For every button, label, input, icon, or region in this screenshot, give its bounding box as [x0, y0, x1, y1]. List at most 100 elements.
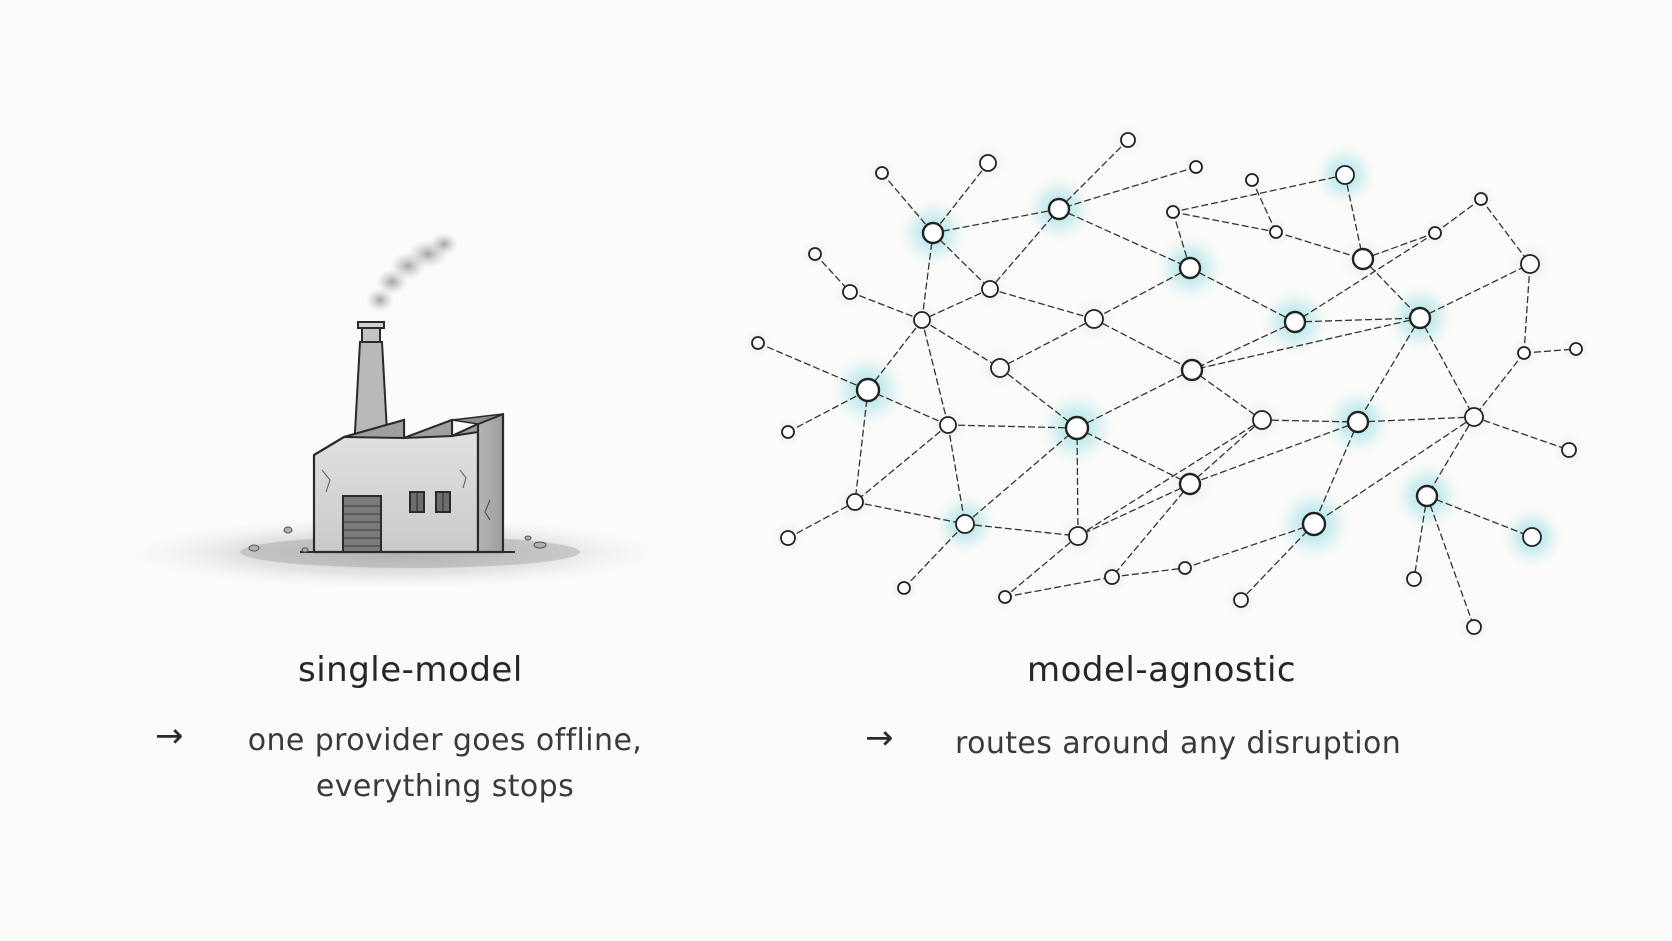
- network-edge: [1523, 348, 1577, 354]
- network-edge: [1058, 208, 1191, 269]
- network-edge: [1419, 263, 1531, 319]
- caption-line: one provider goes offline,: [247, 723, 643, 758]
- network-edge: [1413, 495, 1428, 580]
- network-node: [1415, 484, 1439, 508]
- network-edge: [1191, 321, 1296, 371]
- arrow-icon: →: [155, 716, 184, 756]
- network-edge: [1313, 421, 1359, 525]
- caption-line: everything stops: [315, 769, 575, 804]
- network-node: [1464, 407, 1484, 427]
- network-edge: [854, 501, 966, 525]
- network-node: [1047, 197, 1071, 221]
- network-node: [1517, 346, 1531, 360]
- network-edge: [881, 172, 934, 234]
- network-node: [1064, 415, 1090, 441]
- network-edge: [1172, 174, 1346, 213]
- network-node: [1569, 342, 1583, 356]
- network-edge: [903, 523, 966, 589]
- network-edge: [1240, 523, 1315, 601]
- network-edge: [1294, 232, 1436, 323]
- network-edge: [1362, 258, 1421, 319]
- network-node: [913, 311, 931, 329]
- network-edge: [1077, 419, 1263, 537]
- network-edge: [921, 232, 934, 321]
- network-edge: [921, 288, 991, 321]
- network-node: [1178, 256, 1202, 280]
- network-edge: [1261, 419, 1359, 423]
- network-edge: [1294, 317, 1421, 323]
- network-edge: [1004, 535, 1079, 598]
- network-edge: [1362, 232, 1436, 260]
- network-node: [1245, 173, 1259, 187]
- network-node: [1104, 569, 1120, 585]
- model-agnostic-title: model-agnostic: [1027, 650, 1297, 690]
- network-edge: [999, 318, 1095, 369]
- network-edge: [867, 389, 949, 426]
- network-nodes: [751, 132, 1583, 635]
- network-node: [1561, 442, 1577, 458]
- network-edge: [1189, 419, 1263, 485]
- network-edge: [1076, 427, 1191, 485]
- network-node: [780, 530, 796, 546]
- network-edge: [989, 208, 1060, 290]
- factory-building: [300, 412, 515, 554]
- network-node: [1351, 247, 1375, 271]
- network-edge: [1275, 231, 1364, 260]
- network-edge: [1473, 416, 1570, 451]
- network-edge: [1111, 483, 1191, 578]
- network-node: [1428, 226, 1442, 240]
- network-edge: [867, 319, 923, 391]
- network-edge: [1191, 317, 1421, 371]
- network-node: [1252, 410, 1272, 430]
- network-edge: [921, 319, 1001, 369]
- network-edge: [1077, 483, 1191, 537]
- network-node: [955, 514, 975, 534]
- network-node: [1166, 205, 1180, 219]
- network-node: [1084, 309, 1104, 329]
- network-edge: [921, 319, 949, 426]
- network-node: [781, 425, 795, 439]
- network-node: [1178, 561, 1192, 575]
- network-node: [1522, 527, 1542, 547]
- network-edge: [1426, 495, 1533, 538]
- network-node: [981, 280, 999, 298]
- network-edge: [1357, 416, 1475, 423]
- network-node: [939, 416, 957, 434]
- network-edge: [787, 501, 856, 539]
- network-node: [1301, 511, 1327, 537]
- network-edge: [989, 288, 1095, 320]
- rubble: [248, 526, 547, 553]
- network-node: [1233, 592, 1249, 608]
- network-node: [1120, 132, 1136, 148]
- network-edge: [1313, 416, 1475, 525]
- network-edge: [964, 523, 1079, 537]
- network-edge: [814, 253, 851, 293]
- network-edge: [854, 424, 949, 503]
- network-node: [897, 581, 911, 595]
- network-edge: [1172, 211, 1277, 233]
- network-edge: [932, 232, 991, 290]
- network-edge: [1191, 369, 1263, 421]
- network-edge: [1058, 139, 1129, 210]
- network-edge: [849, 291, 923, 321]
- network-node: [1408, 306, 1432, 330]
- network-edge: [1076, 369, 1193, 429]
- network-edge: [1426, 495, 1475, 628]
- network-node: [1269, 225, 1283, 239]
- network-edge: [1473, 352, 1525, 418]
- network-node: [1346, 410, 1370, 434]
- network-node: [1283, 310, 1307, 334]
- network-node: [1189, 160, 1203, 174]
- network-edge: [1111, 567, 1186, 578]
- network-node: [1474, 192, 1488, 206]
- network-node: [990, 358, 1010, 378]
- network-edge: [1426, 416, 1475, 497]
- network-edge: [1523, 263, 1531, 354]
- arrow-icon: →: [865, 718, 894, 758]
- network-edge: [1093, 267, 1191, 320]
- network-edge: [1058, 166, 1197, 210]
- single-model-caption: one provider goes offline, everything st…: [235, 718, 655, 810]
- chimney: [352, 321, 390, 451]
- network-edge: [787, 389, 869, 433]
